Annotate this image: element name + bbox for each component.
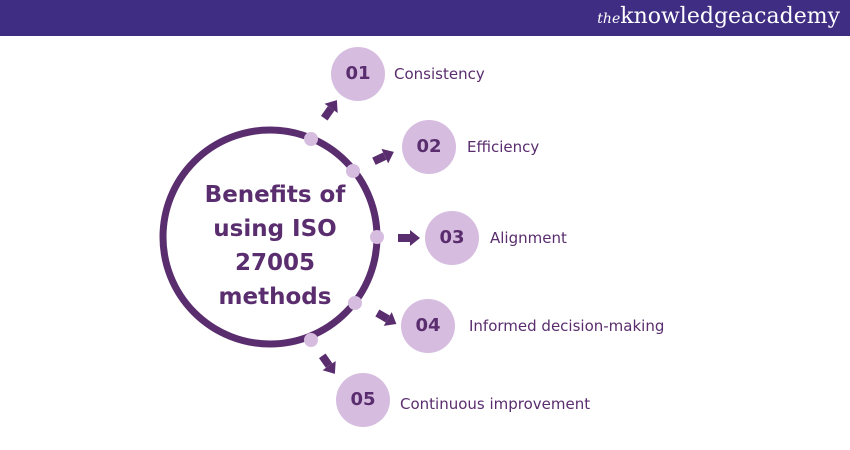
arrow-icon-3	[398, 230, 420, 246]
ring-dot-5	[304, 333, 318, 347]
center-title: Benefits of using ISO 27005 methods	[175, 178, 375, 314]
step-label-05: Continuous improvement	[400, 395, 591, 413]
step-label-03: Alignment	[490, 229, 567, 247]
ring-dot-3	[370, 230, 384, 244]
step-badge-03: 03	[425, 211, 479, 265]
step-label-02: Efficiency	[467, 138, 540, 156]
center-line-2: using ISO	[213, 216, 337, 242]
brand-prefix: the	[597, 11, 621, 27]
ring-dot-1	[304, 132, 318, 146]
step-badge-05: 05	[336, 373, 390, 427]
step-badge-04: 04	[401, 299, 455, 353]
ring-dot-4	[348, 296, 362, 310]
arrow-icon-2	[372, 148, 394, 165]
header-bar: theknowledgeacademy	[0, 0, 850, 36]
arrow-icon-5	[318, 353, 336, 374]
arrow-icon-1	[320, 100, 338, 121]
center-line-4: methods	[218, 284, 332, 310]
ring-dot-2	[346, 164, 360, 178]
brand-logo: theknowledgeacademy	[597, 4, 840, 32]
step-label-01: Consistency	[394, 65, 485, 83]
center-line-1: Benefits of	[204, 182, 346, 208]
step-badge-02: 02	[402, 120, 456, 174]
brand-name: knowledgeacademy	[620, 4, 840, 29]
arrow-icon-4	[375, 309, 397, 326]
step-label-04: Informed decision-making	[469, 317, 665, 335]
step-badge-01: 01	[331, 47, 385, 101]
center-line-3: 27005	[234, 250, 316, 276]
